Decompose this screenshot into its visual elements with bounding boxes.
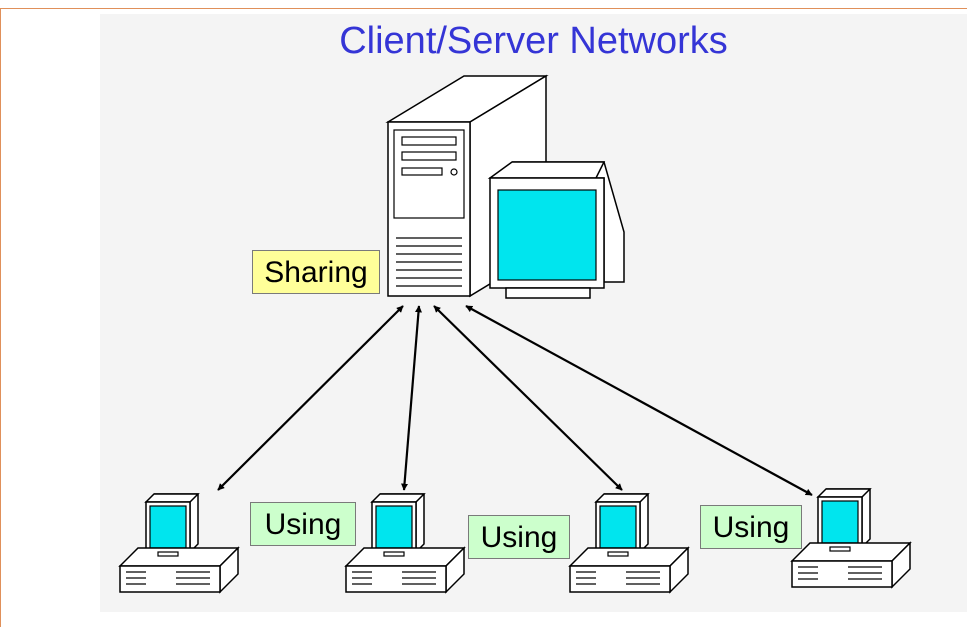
connection-arrow-3 [433, 305, 623, 491]
client-computer-icon [569, 493, 689, 593]
client-computer-icon [345, 493, 465, 593]
client-computer-icon [791, 488, 911, 588]
connection-arrow-4 [465, 305, 813, 496]
sharing-label: Sharing [252, 250, 380, 294]
connection-arrow-1 [217, 305, 404, 491]
using-label-2: Using [468, 515, 570, 559]
client-computer-icon [119, 493, 239, 593]
frame-top-border [0, 8, 967, 9]
diagram-title: Client/Server Networks [339, 20, 728, 62]
frame-left-border [0, 8, 1, 627]
using-label-1: Using [250, 502, 356, 546]
connection-arrows [217, 305, 813, 496]
connection-arrow-2 [401, 305, 422, 491]
using-label-3: Using [700, 505, 802, 549]
server-monitor-icon [487, 161, 625, 299]
